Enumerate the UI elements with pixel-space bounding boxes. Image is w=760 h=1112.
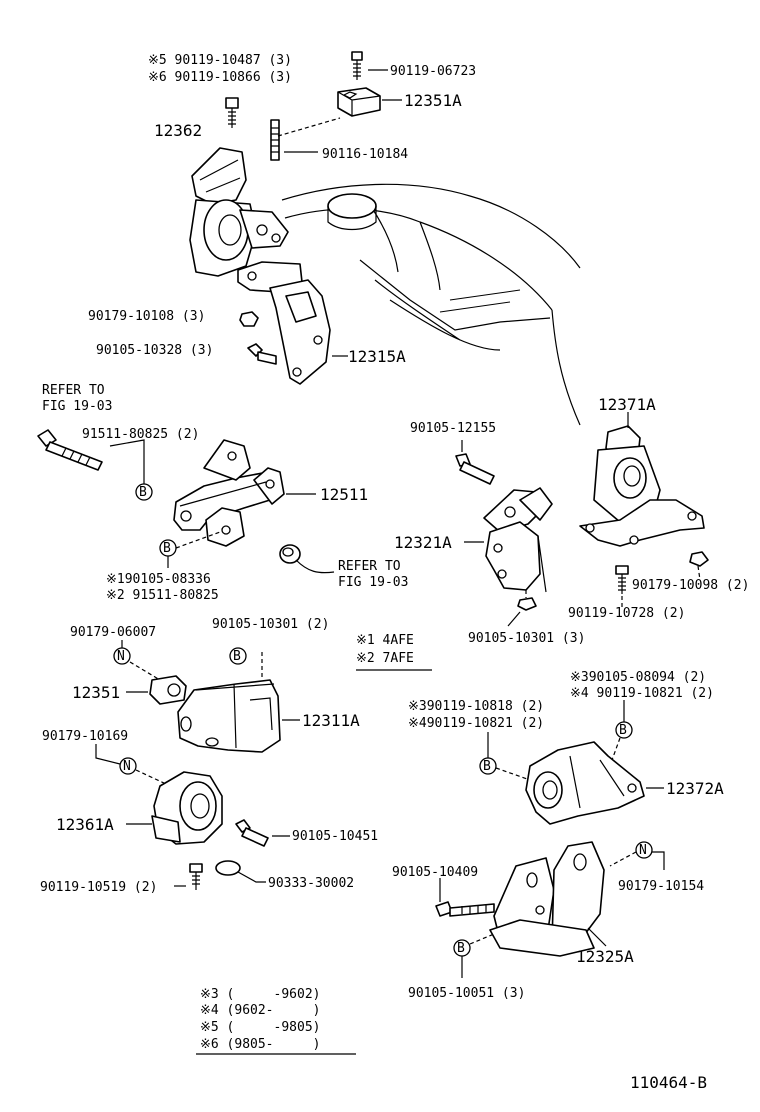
callout-bolt-10409: 90105-10409 xyxy=(392,865,478,880)
date-range-table: ※3 ( -9602) ※4 (9602- ) ※5 ( -9805) ※6 (… xyxy=(196,987,356,1055)
callout-12371A: 12371A xyxy=(598,395,656,414)
engine-mount-bracket-12311A xyxy=(177,679,281,753)
callout-12311A: 12311A xyxy=(302,711,360,730)
callout-bolt-06723: 90119-06723 xyxy=(390,64,476,79)
callout-star4-10821-left: ※490119-10821 (2) xyxy=(408,716,544,731)
callout-refer-mid-1: REFER TO xyxy=(338,559,401,574)
engine-mount-insulator-12371A xyxy=(579,425,705,547)
callout-bolt-10051: 90105-10051 (3) xyxy=(408,986,525,1001)
bushing-12351 xyxy=(149,675,187,705)
callout-refer-left-2: FIG 19-03 xyxy=(42,399,112,414)
bolt-90105-08336-marker: B xyxy=(159,539,177,557)
bolt-marker-label-1: B xyxy=(233,649,241,664)
engine-mount-bracket-12321A xyxy=(483,487,553,593)
nut-marker-label-3: N xyxy=(639,843,647,858)
callout-stud-10184: 90116-10184 xyxy=(322,147,408,162)
figure-id: 110464-B xyxy=(630,1073,707,1092)
bolt-90119-06723-icon xyxy=(351,51,363,80)
bolt-marker-label-2: B xyxy=(619,723,627,738)
legend-star2: ※2 7AFE xyxy=(356,651,414,666)
callout-top-bolt-1: ※5 90119-10487 (3) xyxy=(148,53,292,68)
bolt-90105-12155-icon xyxy=(455,453,495,485)
plug-90333-30002-icon xyxy=(215,860,241,876)
nut-90179-10169-marker: N xyxy=(119,757,137,775)
nut-90179-10108-icon xyxy=(239,311,259,327)
bolt-90119-10818-marker: B xyxy=(479,757,497,775)
callout-bolt-80825: 91511-80825 (2) xyxy=(82,427,199,442)
callout-nut-06007: 90179-06007 xyxy=(70,625,156,640)
callout-12351A: 12351A xyxy=(404,91,462,110)
bolt-90105-10301-2-marker: B xyxy=(229,647,247,665)
callout-plug-30002: 90333-30002 xyxy=(268,876,354,891)
callout-bolt-10301-2: 90105-10301 (2) xyxy=(212,617,329,632)
nut-marker-label: N xyxy=(117,649,125,664)
callout-12315A: 12315A xyxy=(348,347,406,366)
stud-90116-10184-icon xyxy=(270,119,280,161)
bolt-90105-08094-marker: B xyxy=(615,721,633,739)
bolt-90105-10409-icon xyxy=(435,901,495,917)
callout-12362: 12362 xyxy=(154,121,202,140)
callout-star1-bolt: ※190105-08336 xyxy=(106,572,211,587)
callout-bolt-10301-3: 90105-10301 (3) xyxy=(468,631,585,646)
callout-bolt-10519: 90119-10519 (2) xyxy=(40,880,157,895)
engine-block-outline xyxy=(281,183,581,426)
nut-90179-10098-icon xyxy=(689,551,709,567)
transmission-mount-bracket-12511 xyxy=(173,439,285,547)
bolt-90119-10728-icon xyxy=(615,565,629,594)
transmission-mount-12372A xyxy=(525,741,645,825)
callout-bolt-10328: 90105-10328 (3) xyxy=(96,343,213,358)
date-row-star5: ※5 ( -9805) xyxy=(200,1020,320,1035)
callout-12511: 12511 xyxy=(320,485,368,504)
callout-nut-10108: 90179-10108 (3) xyxy=(88,309,205,324)
callout-12351: 12351 xyxy=(72,683,120,702)
bolt-90105-10328-icon xyxy=(247,343,277,365)
callout-top-bolt-2: ※6 90119-10866 (3) xyxy=(148,70,292,85)
bolt-marker-label-4: B xyxy=(457,941,465,956)
callout-nut-10154: 90179-10154 xyxy=(618,879,704,894)
bolt-marker-label-3: B xyxy=(483,759,491,774)
callout-bolt-10728: 90119-10728 (2) xyxy=(568,606,685,621)
bolt-marker-label-6: B xyxy=(163,541,171,556)
engine-mount-insulator-12361A xyxy=(151,771,223,845)
legend-star1: ※1 4AFE xyxy=(356,633,414,648)
callout-refer-left-1: REFER TO xyxy=(42,383,105,398)
callout-bolt-10451: 90105-10451 xyxy=(292,829,378,844)
callout-12325A: 12325A xyxy=(576,947,634,966)
callout-refer-mid-2: FIG 19-03 xyxy=(338,575,408,590)
nut-marker-label-2: N xyxy=(123,759,131,774)
callout-nut-10169: 90179-10169 xyxy=(42,729,128,744)
bushing-refer-icon xyxy=(279,544,301,564)
callout-star4-10821-right: ※4 90119-10821 (2) xyxy=(570,686,714,701)
bolt-90105-10451-icon xyxy=(235,819,269,847)
callout-star3-10818: ※390119-10818 (2) xyxy=(408,699,544,714)
bolt-90105-10301-3-icon xyxy=(517,597,537,611)
date-row-star3: ※3 ( -9602) xyxy=(200,987,320,1002)
engine-mount-bracket-12315A xyxy=(237,261,331,385)
callout-star3-08094: ※390105-08094 (2) xyxy=(570,670,706,685)
callout-star2-bolt: ※2 91511-80825 xyxy=(106,588,219,603)
nut-90179-06007-marker: N xyxy=(113,647,131,665)
nut-90179-10154-marker: N xyxy=(635,841,653,859)
engine-mount-bracket-12351A xyxy=(337,87,381,117)
bolt-marker-label-5: B xyxy=(139,485,147,500)
callout-bolt-12155: 90105-12155 xyxy=(410,421,496,436)
bolt-90119-10487-icon xyxy=(225,97,239,128)
date-row-star4: ※4 (9602- ) xyxy=(200,1003,320,1018)
bolt-91511-80825-marker: B xyxy=(135,483,153,501)
callout-12361A: 12361A xyxy=(56,815,114,834)
callout-12372A: 12372A xyxy=(666,779,724,798)
callout-12321A: 12321A xyxy=(394,533,452,552)
callout-labels: ※5 90119-10487 (3) ※6 90119-10866 (3) 90… xyxy=(40,53,749,1001)
engine-mount-bracket-12325A xyxy=(489,841,605,957)
engine-mount-insulator-12362 xyxy=(189,147,289,277)
date-row-star6: ※6 (9805- ) xyxy=(200,1037,320,1052)
bolt-91511-80825-icon xyxy=(37,429,103,471)
bolt-90119-10519-icon xyxy=(189,863,203,890)
callout-nut-10098: 90179-10098 (2) xyxy=(632,578,749,593)
bolt-90105-10051-marker: B xyxy=(453,939,471,957)
